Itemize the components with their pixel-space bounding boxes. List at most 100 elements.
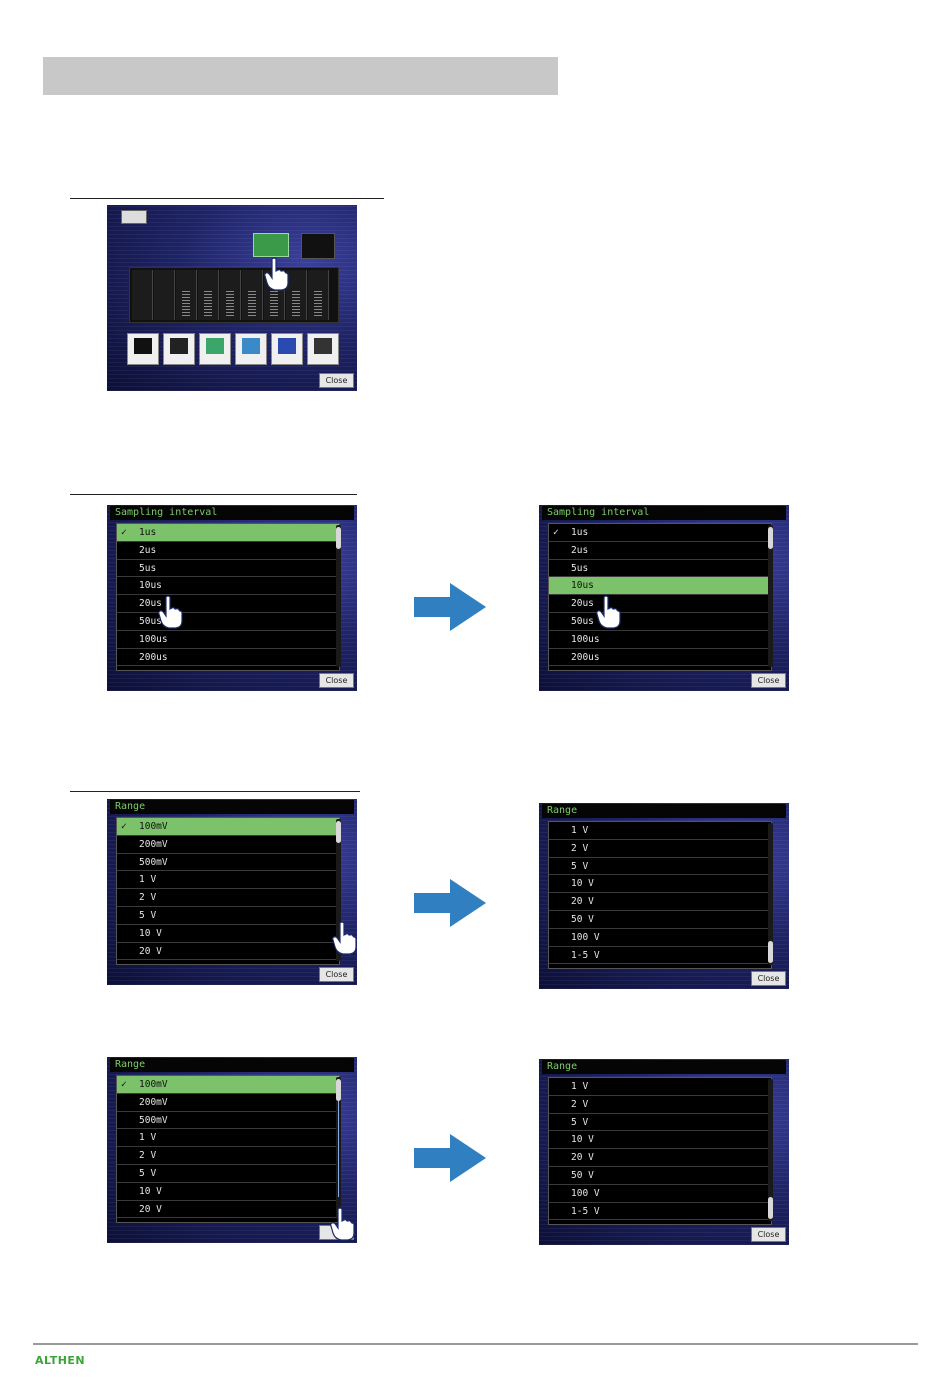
- list-item[interactable]: 1 V: [117, 1129, 339, 1148]
- list-item-label: 20 V: [139, 945, 162, 957]
- list-item-label: 200us: [571, 651, 600, 663]
- list-item[interactable]: 10 V: [549, 875, 771, 894]
- list-item[interactable]: 1 V: [549, 1078, 771, 1096]
- list-item[interactable]: 1 V: [117, 871, 339, 890]
- list-item[interactable]: 1 V: [549, 822, 771, 840]
- list-item-label: 10 V: [571, 878, 594, 890]
- list-item[interactable]: 20 V: [117, 943, 339, 961]
- list-item-label: 1us: [139, 527, 157, 538]
- list-item[interactable]: 200us: [549, 649, 771, 667]
- rack-slot[interactable]: [154, 270, 175, 320]
- list-item[interactable]: 1-5 V: [549, 947, 771, 965]
- rack-slot[interactable]: [176, 270, 197, 320]
- list-item[interactable]: 10 V: [117, 925, 339, 943]
- list-item[interactable]: ✓100mV: [117, 1076, 339, 1094]
- list-item[interactable]: 2us: [549, 542, 771, 560]
- list-item[interactable]: ✓1us: [549, 524, 771, 542]
- list-item[interactable]: 2 V: [549, 840, 771, 858]
- list-item[interactable]: 100 V: [549, 929, 771, 947]
- list-item[interactable]: 2 V: [549, 1096, 771, 1114]
- list-item[interactable]: 10 V: [549, 1131, 771, 1150]
- list-item[interactable]: 20us: [549, 595, 771, 613]
- list-item-label: 1 V: [139, 1132, 157, 1144]
- list-item[interactable]: 2 V: [117, 1147, 339, 1165]
- close-button[interactable]: Close: [751, 673, 786, 688]
- rack-slot[interactable]: [286, 270, 307, 320]
- list-item[interactable]: 5 V: [549, 858, 771, 876]
- scrollbar[interactable]: [768, 823, 773, 965]
- list-item[interactable]: 50 V: [549, 911, 771, 929]
- replay-tile[interactable]: [199, 333, 231, 365]
- list-item[interactable]: ✓1us: [117, 524, 339, 542]
- rack-slot[interactable]: [242, 270, 263, 320]
- close-button[interactable]: Close: [751, 971, 786, 986]
- list-item-label: 10us: [571, 580, 594, 592]
- list-item[interactable]: 20 V: [117, 1201, 339, 1219]
- list-item-label: 2 V: [139, 892, 157, 904]
- close-button[interactable]: Close: [319, 373, 354, 388]
- list-item[interactable]: 200mV: [117, 836, 339, 854]
- list-item[interactable]: 2 V: [117, 889, 339, 907]
- list-item[interactable]: 10us: [549, 577, 771, 596]
- section-divider-3: [70, 791, 360, 792]
- list-item[interactable]: 5 V: [117, 1165, 339, 1183]
- rack-slot[interactable]: [308, 270, 329, 320]
- close-button[interactable]: Close: [319, 967, 354, 982]
- list-item[interactable]: 50us: [549, 613, 771, 631]
- scrollbar[interactable]: [336, 1077, 341, 1219]
- list-item-label: 20 V: [571, 896, 594, 908]
- rack-slot[interactable]: [132, 270, 153, 320]
- list-item[interactable]: ✓100mV: [117, 818, 339, 836]
- list-item[interactable]: 5 V: [549, 1114, 771, 1132]
- list-item[interactable]: 20 V: [549, 1149, 771, 1167]
- list-item[interactable]: 10us: [117, 577, 339, 596]
- list-item[interactable]: 1-5 V: [549, 1203, 771, 1221]
- list-item[interactable]: 5us: [117, 560, 339, 578]
- system-tile[interactable]: [163, 333, 195, 365]
- list-item-label: 100 V: [571, 931, 600, 943]
- list-item-label: 10us: [139, 580, 162, 592]
- scrollbar[interactable]: [768, 1079, 773, 1221]
- camera-tile[interactable]: [307, 333, 339, 365]
- list-item[interactable]: 5 V: [117, 907, 339, 925]
- list-item[interactable]: 50us: [117, 613, 339, 631]
- monitor-icon[interactable]: [121, 210, 147, 224]
- list-item-label: 20us: [139, 598, 162, 610]
- list-item[interactable]: 10 V: [117, 1183, 339, 1201]
- list-item-label: 500mV: [139, 1114, 168, 1126]
- monitor-tile[interactable]: [127, 333, 159, 365]
- list-item[interactable]: 200mV: [117, 1094, 339, 1112]
- list-item-label: 50us: [139, 615, 162, 627]
- list-item[interactable]: 20 V: [549, 893, 771, 911]
- list-item[interactable]: 500mV: [117, 1112, 339, 1130]
- list-item[interactable]: 2us: [117, 542, 339, 560]
- list-item-label: 10 V: [139, 1185, 162, 1197]
- list-item[interactable]: 100 V: [549, 1185, 771, 1203]
- rack-slot[interactable]: [198, 270, 219, 320]
- scrollbar[interactable]: [336, 819, 341, 961]
- file-tile[interactable]: [235, 333, 267, 365]
- list-item[interactable]: 100us: [549, 631, 771, 649]
- list-item[interactable]: 5us: [549, 560, 771, 578]
- list-item[interactable]: 50 V: [549, 1167, 771, 1185]
- list-item-label: 2 V: [571, 1098, 589, 1110]
- scrollbar[interactable]: [768, 525, 773, 667]
- list-item-label: 1us: [571, 527, 589, 538]
- close-button[interactable]: Close: [751, 1227, 786, 1242]
- list-item[interactable]: 200us: [117, 649, 339, 667]
- list-item[interactable]: 20us: [117, 595, 339, 613]
- scrollbar[interactable]: [336, 525, 341, 667]
- list-item[interactable]: 100us: [117, 631, 339, 649]
- section-divider-2: [70, 494, 357, 495]
- list-item-label: 200mV: [139, 1096, 168, 1108]
- list-item-label: 100 V: [571, 1187, 600, 1199]
- list-item[interactable]: 500mV: [117, 854, 339, 872]
- clear-tile[interactable]: [271, 333, 303, 365]
- rack-slot[interactable]: [220, 270, 241, 320]
- launcher-screen: Close: [107, 205, 357, 391]
- module-tile-2[interactable]: [301, 233, 335, 259]
- module-tile[interactable]: [253, 233, 289, 257]
- close-button[interactable]: Close: [319, 673, 354, 688]
- check-icon: ✓: [121, 1079, 127, 1090]
